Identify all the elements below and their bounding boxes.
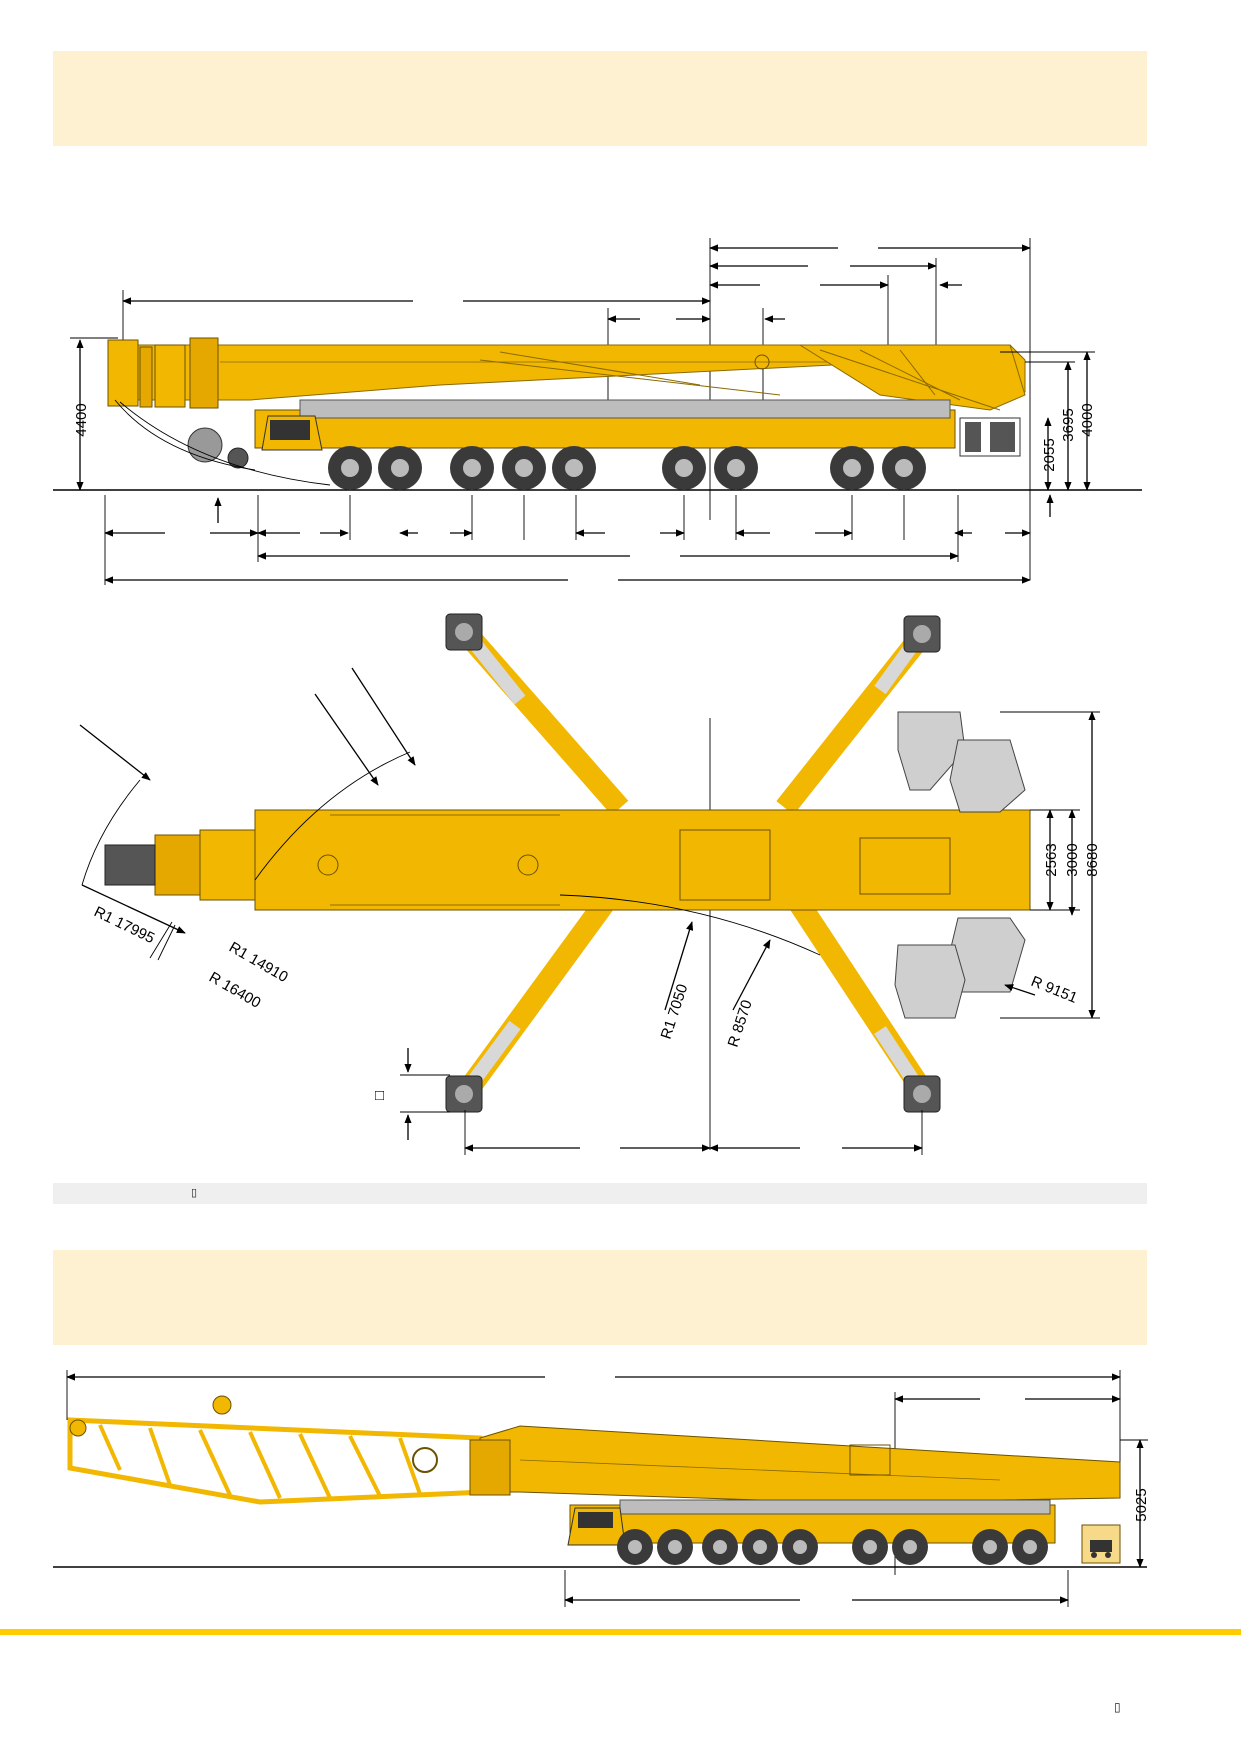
side-height-dimensions (70, 337, 1095, 491)
side-telescopic-boom (107, 337, 1026, 411)
transport-carrier (567, 1499, 1056, 1546)
footnote-bar: ▯ (53, 1183, 1147, 1204)
radius-label-r-8570: R 8570 (725, 998, 756, 1049)
radius-label-r1-7050: R1 7050 (658, 982, 692, 1041)
dim-width-8680: 8680 (1084, 843, 1101, 876)
top-boom-and-superstructure (104, 809, 1031, 911)
section-header-banner-bottom (53, 1250, 1147, 1345)
side-wheels (328, 446, 926, 490)
dim-height-2055: 2055 (1041, 438, 1058, 471)
side-hook-block (114, 399, 331, 486)
dim-height-4400: 4400 (73, 403, 90, 436)
bottom-accent-rule (0, 1629, 1241, 1635)
transport-wheels (617, 1529, 1048, 1565)
dim-transport-height-5025: 5025 (1133, 1488, 1150, 1521)
radius-label-r1-14910: R1 14910 (226, 939, 291, 986)
side-view-drawing: 4400 2055 3695 4000 (53, 238, 1142, 585)
swing-radius-lines (79, 667, 1036, 1011)
section-header-banner-top (53, 51, 1147, 146)
dim-height-4000: 4000 (1079, 403, 1096, 436)
dim-width-3000: 3000 (1064, 843, 1081, 876)
transport-vehicle-icon (1081, 1524, 1121, 1564)
side-carrier-chassis (254, 399, 1021, 457)
dim-width-2563: 2563 (1043, 843, 1060, 876)
radius-label-r-16400: R 16400 (206, 969, 264, 1012)
transport-view-drawing (53, 1370, 1148, 1607)
radius-label-r-9151: R 9151 (1029, 973, 1080, 1007)
dim-height-3695: 3695 (1060, 408, 1077, 441)
footnote-symbol: ▯ (191, 1187, 198, 1199)
outrigger-pad-symbol: □ (375, 1087, 384, 1104)
top-view-drawing: R1 17995 R1 14910 R 16400 R1 7050 R 8570… (79, 613, 1101, 1155)
page-number: ▯ (1114, 1700, 1121, 1714)
radius-label-r1-17995: R1 17995 (91, 903, 157, 947)
counterweight-slabs (894, 711, 1026, 1019)
side-bottom-dimension-lines (104, 494, 1054, 585)
top-width-dimensions (400, 711, 1100, 1155)
transport-telescopic-boom (469, 1425, 1121, 1501)
transport-lattice-jib (67, 1395, 488, 1505)
